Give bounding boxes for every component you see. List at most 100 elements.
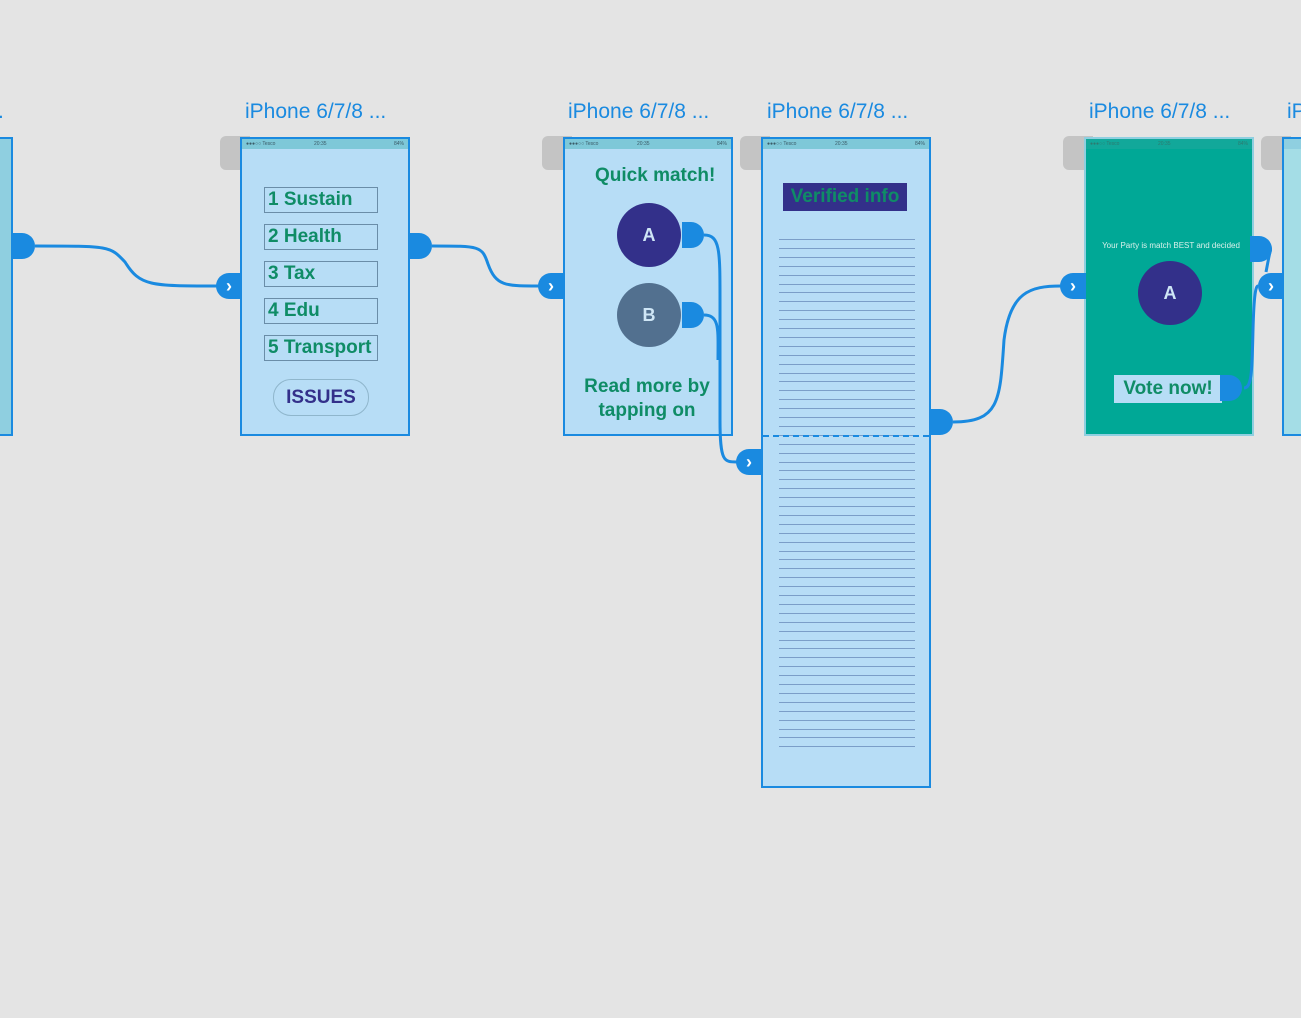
text-line bbox=[779, 746, 915, 748]
text-line bbox=[779, 532, 915, 534]
read-more-text: Read more by tapping on bbox=[584, 376, 710, 421]
text-line bbox=[779, 372, 915, 374]
battery-label: 84% bbox=[393, 141, 404, 147]
text-line bbox=[779, 577, 915, 579]
text-line bbox=[779, 381, 915, 383]
status-bar: ●●●○○ Tesco 20:35 84% bbox=[763, 139, 929, 149]
text-line bbox=[779, 319, 915, 321]
link-curve bbox=[703, 313, 720, 361]
carrier-label: ●●●○○ Tesco bbox=[246, 141, 276, 147]
text-line bbox=[779, 675, 915, 677]
text-line bbox=[779, 399, 915, 401]
artboard-verified-info-screen[interactable]: ●●●○○ Tesco 20:35 84% Verified info bbox=[761, 137, 931, 788]
text-line bbox=[779, 310, 915, 312]
text-line bbox=[779, 336, 915, 338]
text-line bbox=[779, 684, 915, 685]
text-line bbox=[779, 603, 915, 605]
chevron-right-icon[interactable]: › bbox=[1258, 273, 1284, 299]
link-curve bbox=[952, 284, 1062, 424]
verified-info-heading: Verified info bbox=[783, 183, 907, 211]
link-handle[interactable] bbox=[931, 409, 953, 435]
status-bar: ●●●○○ Tesco 20:35 84% bbox=[565, 139, 731, 149]
artboard-quick-match-screen[interactable]: ●●●○○ Tesco 20:35 84% Quick match! A B R… bbox=[563, 137, 733, 436]
artboard-title-quick-match[interactable]: iPhone 6/7/8 ... bbox=[568, 100, 710, 123]
chevron-right-icon[interactable]: › bbox=[538, 273, 564, 299]
text-line bbox=[779, 274, 915, 276]
link-handle-vote[interactable] bbox=[1220, 375, 1242, 401]
link-handle[interactable] bbox=[410, 233, 432, 259]
link-curve bbox=[1243, 284, 1259, 390]
text-line bbox=[779, 408, 915, 410]
text-line bbox=[779, 345, 915, 347]
text-line bbox=[779, 301, 915, 303]
text-line bbox=[779, 630, 915, 632]
text-line bbox=[779, 541, 915, 543]
text-line bbox=[779, 595, 915, 596]
text-line bbox=[779, 256, 915, 258]
link-handle-party-a[interactable] bbox=[682, 222, 704, 248]
artboard-title-vote[interactable]: iPhone 6/7/8 ... bbox=[1089, 100, 1231, 123]
text-line bbox=[779, 363, 915, 365]
text-line bbox=[779, 612, 915, 614]
text-line bbox=[779, 559, 915, 561]
vote-now-button[interactable]: Vote now! bbox=[1114, 375, 1222, 403]
text-line bbox=[779, 470, 915, 472]
text-line bbox=[779, 523, 915, 525]
time-label: 20:35 bbox=[314, 141, 327, 147]
link-curve bbox=[34, 244, 218, 288]
text-line bbox=[779, 621, 915, 623]
fold-line bbox=[763, 435, 929, 437]
text-line bbox=[779, 354, 915, 356]
text-line bbox=[779, 247, 915, 249]
text-line bbox=[779, 728, 915, 730]
text-line bbox=[779, 648, 915, 650]
artboard-partial-left[interactable] bbox=[0, 137, 13, 436]
battery-label: 84% bbox=[1237, 141, 1248, 147]
text-line bbox=[779, 452, 915, 454]
party-a-button[interactable]: A bbox=[617, 203, 681, 267]
artboard-title-partial-right[interactable]: iP bbox=[1287, 100, 1301, 123]
text-line bbox=[779, 417, 915, 418]
status-bar: ●●●○○ Tesco 20:35 84% bbox=[1086, 139, 1252, 149]
link-handle-party-b[interactable] bbox=[682, 302, 704, 328]
text-line bbox=[779, 737, 915, 739]
text-line bbox=[779, 461, 915, 463]
text-line bbox=[779, 506, 915, 507]
chevron-right-icon[interactable]: › bbox=[216, 273, 242, 299]
quick-match-heading: Quick match! bbox=[595, 165, 716, 186]
battery-label: 84% bbox=[914, 141, 925, 147]
text-line bbox=[779, 719, 915, 721]
chevron-right-icon[interactable]: › bbox=[1060, 273, 1086, 299]
issues-button[interactable]: ISSUES bbox=[273, 379, 369, 416]
text-line bbox=[779, 657, 915, 659]
text-line bbox=[779, 639, 915, 641]
text-line bbox=[779, 390, 915, 392]
match-message: Your Party is match BEST and decided bbox=[1102, 241, 1240, 250]
text-line bbox=[779, 265, 915, 267]
link-curve bbox=[703, 233, 738, 464]
battery-label: 84% bbox=[716, 141, 727, 147]
time-label: 20:35 bbox=[637, 141, 650, 147]
issue-sustain[interactable]: 1 Sustain bbox=[264, 187, 378, 213]
text-line bbox=[779, 666, 915, 668]
time-label: 20:35 bbox=[1158, 141, 1171, 147]
issue-edu[interactable]: 4 Edu bbox=[264, 298, 378, 324]
artboard-title-issues[interactable]: iPhone 6/7/8 ... bbox=[245, 100, 387, 123]
issue-health[interactable]: 2 Health bbox=[264, 224, 378, 250]
issue-transport[interactable]: 5 Transport bbox=[264, 335, 378, 361]
text-line bbox=[779, 710, 915, 712]
chevron-right-icon[interactable]: › bbox=[736, 449, 762, 475]
artboard-title-partial-left[interactable]: . bbox=[0, 100, 4, 124]
link-handle[interactable] bbox=[1250, 236, 1272, 262]
link-handle[interactable] bbox=[13, 233, 35, 259]
text-line bbox=[779, 328, 915, 329]
party-b-button[interactable]: B bbox=[617, 283, 681, 347]
issue-tax[interactable]: 3 Tax bbox=[264, 261, 378, 287]
time-label: 20:35 bbox=[835, 141, 848, 147]
artboard-title-verified-info[interactable]: iPhone 6/7/8 ... bbox=[767, 100, 909, 123]
text-line bbox=[779, 239, 915, 240]
text-line bbox=[779, 443, 915, 445]
text-line bbox=[779, 568, 915, 570]
carrier-label: ●●●○○ Tesco bbox=[1090, 141, 1120, 147]
